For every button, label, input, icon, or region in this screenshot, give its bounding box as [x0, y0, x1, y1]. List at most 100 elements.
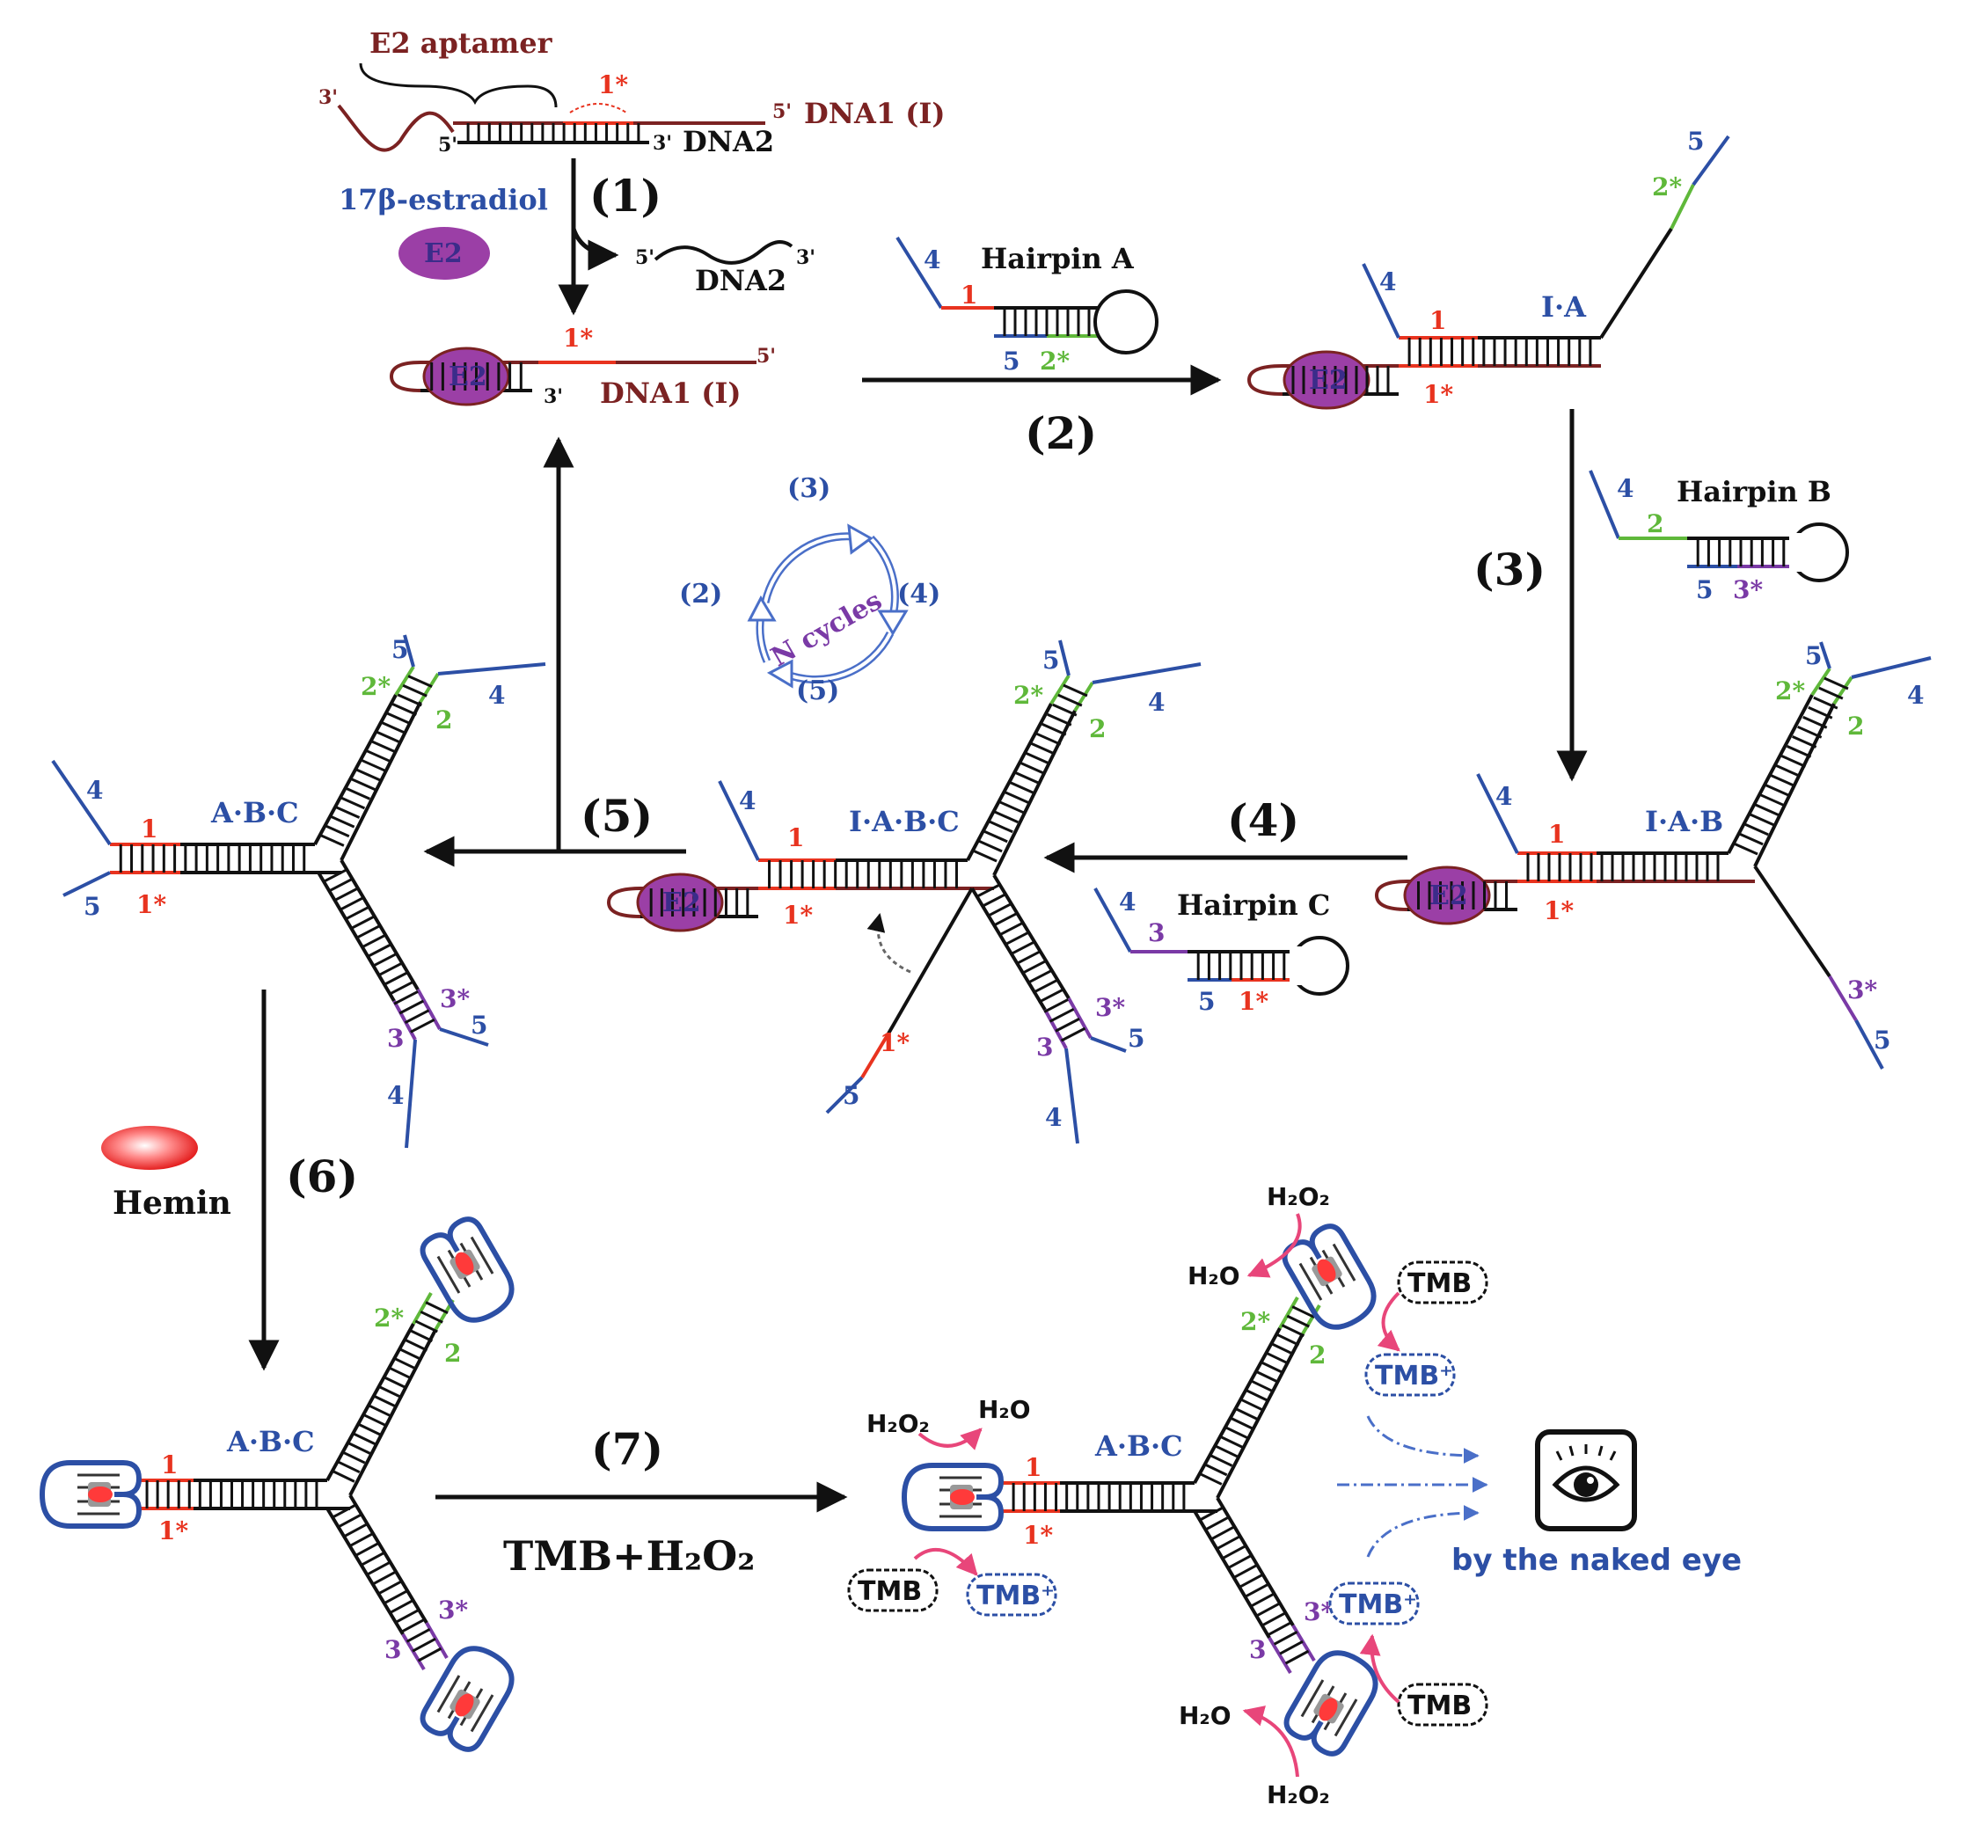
base-pair [1015, 950, 1041, 966]
step-3: (3) [1473, 544, 1546, 595]
reagent-cloud [1397, 1683, 1488, 1727]
iab-d5-top: 5 [1805, 641, 1822, 670]
base-pair [981, 893, 1006, 909]
hairpin-c [1093, 887, 1349, 996]
base-pair [988, 820, 1013, 834]
base-pair [333, 887, 359, 902]
base-pair [382, 971, 408, 987]
hemin-label: Hemin [113, 1185, 231, 1222]
e2-badge-bound: E2 [449, 362, 487, 392]
estradiol-label: 17β-estradiol [339, 183, 548, 216]
base-pair [1268, 1621, 1292, 1636]
iabc-d5-right: 5 [1128, 1024, 1144, 1053]
base-pair [325, 824, 350, 838]
abc3-d1s: 1* [1023, 1521, 1053, 1550]
base-pair [1245, 1582, 1269, 1598]
base-pair [355, 768, 381, 782]
abc-d1: 1 [141, 814, 157, 844]
base-pair [340, 796, 366, 810]
base-pair [1047, 712, 1072, 727]
abc-d4-arm: 4 [488, 681, 505, 710]
base-pair [420, 1310, 443, 1324]
iab-d3s: 3* [1847, 975, 1877, 1004]
ia-d2s: 2* [1652, 172, 1682, 201]
base-pair [345, 786, 370, 800]
base-pair [1824, 676, 1849, 690]
step1-arrow [558, 158, 619, 316]
step-6: (6) [286, 1150, 358, 1202]
base-pair [410, 1019, 435, 1034]
label-1star-bound: 1* [563, 324, 593, 353]
h2o-bottom: H₂O [1179, 1701, 1232, 1730]
base-pair [398, 999, 425, 1015]
base-pair [425, 1301, 449, 1315]
base-pair [1284, 1649, 1310, 1665]
base-pair [412, 1637, 436, 1653]
iab-d4-arm: 4 [1907, 681, 1924, 710]
g-quadruplex-icons-left [39, 1216, 515, 1752]
step-1: (1) [589, 170, 661, 222]
iab-d5-bottom: 5 [1874, 1026, 1890, 1055]
base-pair [1009, 781, 1035, 794]
base-pair [1032, 979, 1057, 995]
base-pair [1020, 960, 1046, 975]
base-pair [343, 1523, 369, 1538]
iab-e2: E2 [1429, 880, 1468, 911]
abc-dnazyme-left [136, 1292, 455, 1671]
tmb-top: TMB [1407, 1268, 1472, 1299]
cycle-2: (2) [679, 579, 722, 610]
cycle-5: (5) [796, 676, 839, 706]
base-pair [368, 1404, 391, 1418]
g-quadruplex-icons-right [901, 1223, 1378, 1757]
abc-d4: 4 [86, 776, 103, 805]
base-pair [1235, 1407, 1259, 1421]
iabc-d1s: 1* [783, 901, 813, 930]
g-quadruplex-hemin [1283, 1650, 1378, 1757]
ia-d1: 1 [1429, 306, 1446, 335]
h2o2-to-h2o-bottom [1242, 1706, 1299, 1778]
base-pair [397, 693, 422, 707]
base-pair [339, 896, 364, 911]
base-pair [1004, 791, 1029, 805]
abc3-d3: 3 [1249, 1635, 1266, 1664]
abc-d5-top: 5 [391, 635, 408, 664]
complex-abc [51, 634, 546, 1149]
base-pair [1786, 745, 1812, 758]
iabc-d1s-free: 1* [880, 1028, 910, 1057]
base-pair [394, 1609, 420, 1624]
step-4: (4) [1227, 794, 1299, 846]
complex-iabc [606, 639, 1202, 1144]
e2-bound-dna1 [389, 347, 756, 406]
base-pair [1219, 1435, 1243, 1449]
hairpin-a [895, 236, 1158, 354]
base-pair [1261, 1361, 1284, 1375]
abc-d1s: 1* [136, 890, 166, 919]
base-pair [993, 810, 1019, 824]
iabc-d5-top: 5 [1042, 646, 1059, 675]
label-1star-top: 1* [598, 70, 628, 99]
n-cycles-icon [747, 523, 909, 689]
ia-d1s: 1* [1423, 380, 1453, 409]
iab-d2: 2 [1847, 712, 1864, 741]
aptamer-label: E2 aptamer [369, 26, 553, 60]
base-pair [1217, 1535, 1241, 1550]
base-pair [992, 912, 1018, 927]
cycle-4: (4) [897, 579, 940, 610]
reagent-cloud [847, 1568, 939, 1612]
base-pair [409, 1329, 434, 1342]
base-pair [404, 1009, 430, 1024]
base-pair [327, 878, 354, 893]
base-pair [1780, 755, 1807, 768]
base-pair [1063, 683, 1088, 698]
tmb-ox-bottom: TMB⁺ [1339, 1589, 1417, 1620]
base-pair [1204, 1463, 1228, 1477]
base-pair [337, 1460, 361, 1474]
base-pair [1199, 1506, 1224, 1522]
base-pair [393, 990, 419, 1005]
hc-d3: 3 [1148, 918, 1165, 947]
base-pair [1052, 703, 1078, 717]
base-pair [362, 1413, 386, 1427]
base-pair [1230, 1416, 1253, 1430]
cycle-3: (3) [787, 473, 830, 504]
base-pair [1027, 969, 1052, 985]
